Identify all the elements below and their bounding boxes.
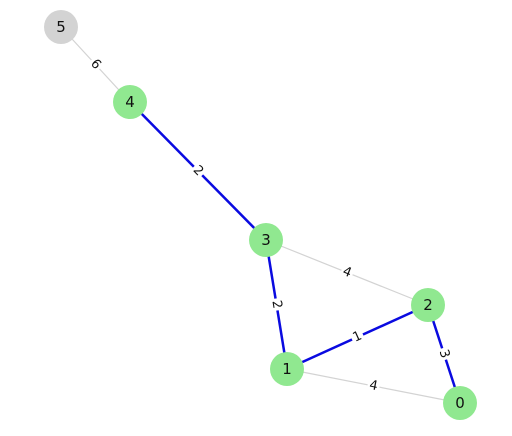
node-2: 2	[411, 288, 445, 322]
node-circle	[443, 386, 477, 420]
node-label: 5	[56, 18, 66, 36]
edge-weight-bg	[338, 262, 356, 283]
edge-weight-label-4-3: 2	[188, 161, 208, 181]
node-5: 5	[44, 10, 78, 44]
node-circle	[270, 352, 304, 386]
node-0: 0	[443, 386, 477, 420]
edge-weight-bg	[434, 345, 454, 363]
node-1: 1	[270, 352, 304, 386]
node-circle	[411, 288, 445, 322]
edge-weight-label-2-0: 3	[434, 345, 454, 363]
edge-weight-bg	[348, 327, 367, 347]
node-4: 4	[113, 85, 147, 119]
nodes-layer: 0 1 2 3 4 5	[44, 10, 477, 420]
edge-weight-text: 2	[268, 299, 284, 310]
node-circle	[113, 85, 147, 119]
node-label: 3	[261, 231, 271, 249]
edge-weight-bg	[267, 297, 286, 312]
edge-weight-label-3-2: 4	[338, 262, 356, 283]
edge-weight-text: 4	[368, 378, 379, 394]
edge-weight-bg	[188, 161, 208, 181]
node-label: 2	[423, 296, 433, 314]
edge-labels-layer: 6 2 4 2 1 3 4	[85, 54, 454, 396]
node-circle	[249, 223, 283, 257]
edge-weight-label-1-2: 1	[348, 327, 367, 347]
node-label: 4	[125, 93, 135, 111]
node-label: 0	[455, 394, 465, 412]
edge-weight-label-5-4: 6	[85, 54, 106, 75]
node-label: 1	[282, 360, 292, 378]
edge-weight-label-1-0: 4	[366, 376, 381, 396]
edges-layer	[60, 26, 462, 404]
node-circle	[44, 10, 78, 44]
node-3: 3	[249, 223, 283, 257]
edge-weight-bg	[366, 376, 381, 396]
edge-weight-label-3-1: 2	[267, 297, 286, 312]
edge-weight-bg	[85, 54, 106, 75]
